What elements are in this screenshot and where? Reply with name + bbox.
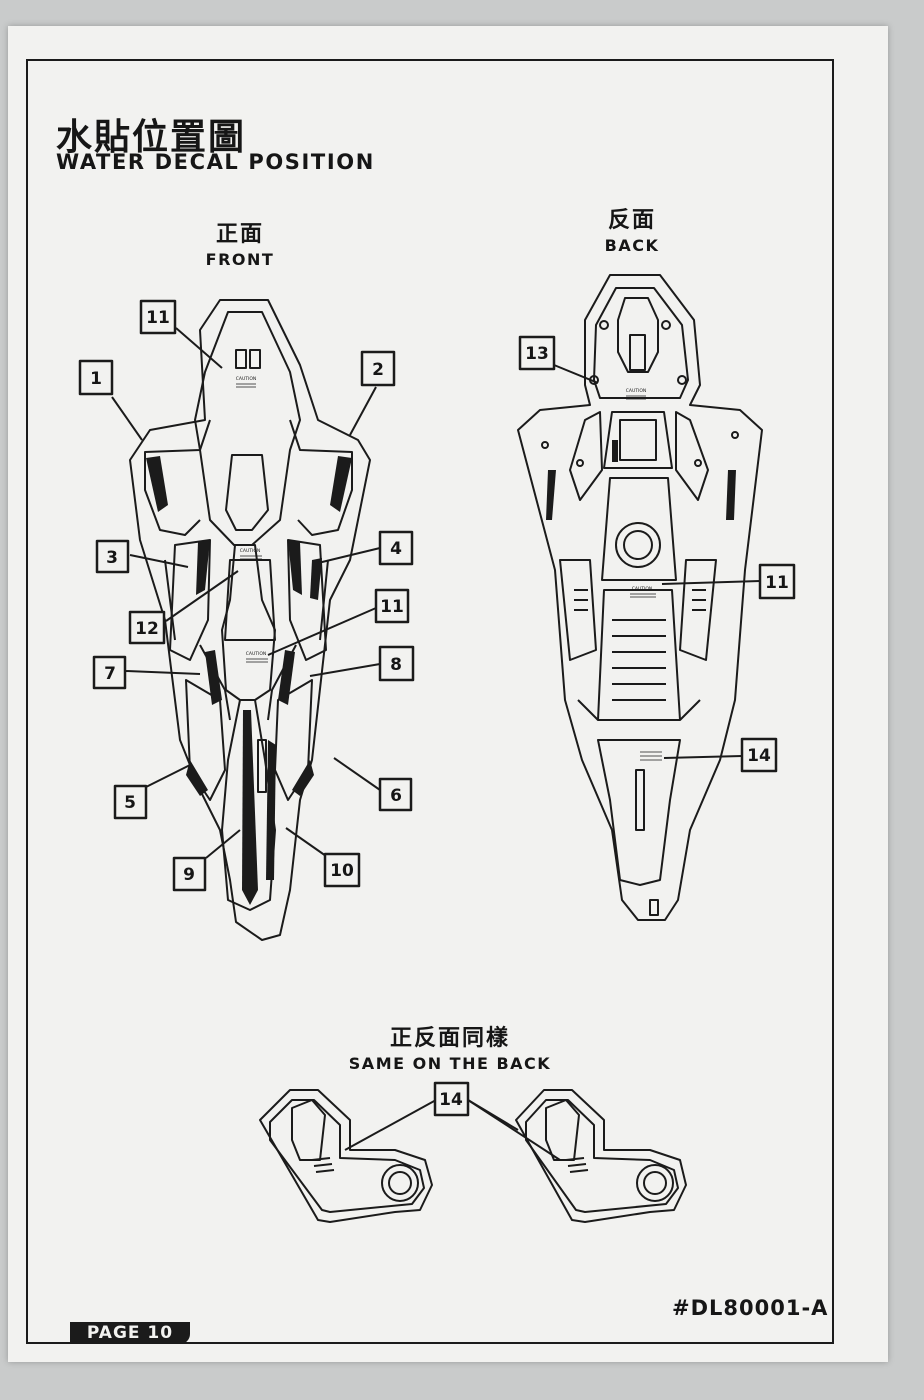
front-dark-panels <box>146 456 352 905</box>
decal-lines <box>236 383 662 761</box>
callout-front-2: 2 <box>372 360 384 380</box>
manual-page <box>8 26 888 1362</box>
back-heading: 反面 BACK <box>582 202 682 255</box>
callout-back-14: 14 <box>747 746 771 766</box>
caution-decal-back-mid: CAUTION <box>632 586 653 592</box>
product-code: #DL80001-A <box>672 1296 829 1320</box>
callout-front-6: 6 <box>390 786 402 806</box>
callout-front-12: 12 <box>135 619 159 639</box>
caution-decals: CAUTION CAUTION CAUTION CAUTION CAUTION <box>236 376 653 657</box>
same-heading: 正反面同樣 SAME ON THE BACK <box>340 1020 560 1073</box>
callout-back-13: 13 <box>525 344 549 364</box>
callout-back-11: 11 <box>765 573 789 593</box>
back-dark-panels <box>546 440 736 520</box>
back-label-en: BACK <box>604 236 660 255</box>
front-label-cn: 正面 <box>215 222 264 247</box>
same-label-en: SAME ON THE BACK <box>348 1054 552 1073</box>
page-title-chinese: 水貼位置圖 <box>56 117 247 158</box>
callout-same-14: 14 <box>439 1090 463 1110</box>
callout-front-11-top: 11 <box>146 308 170 328</box>
caution-decal-front-top: CAUTION <box>236 376 257 382</box>
callout-boxes <box>78 299 796 1117</box>
front-part-drawing <box>129 299 371 941</box>
leader-lines <box>111 327 761 1161</box>
page-border <box>26 59 834 1344</box>
small-part-right <box>515 1089 687 1223</box>
caution-decal-back-top: CAUTION <box>626 388 647 394</box>
front-heading: 正面 FRONT <box>190 216 290 269</box>
back-part-drawing <box>517 274 763 921</box>
back-label-cn: 反面 <box>607 208 656 233</box>
callout-front-10: 10 <box>330 861 354 881</box>
caution-decal-front-lower: CAUTION <box>246 651 267 657</box>
callout-front-3: 3 <box>106 548 118 568</box>
caution-decal-front-upper: CAUTION <box>240 548 261 554</box>
callout-front-1: 1 <box>90 369 102 389</box>
page-title-english: WATER DECAL POSITION <box>56 150 375 174</box>
callout-front-8: 8 <box>390 655 402 675</box>
callout-front-9: 9 <box>183 865 195 885</box>
page-number-badge: PAGE 10 <box>70 1322 190 1344</box>
front-label-en: FRONT <box>205 250 275 269</box>
same-label-cn: 正反面同樣 <box>389 1026 510 1051</box>
callout-front-5: 5 <box>124 793 136 813</box>
callout-front-7: 7 <box>104 664 116 684</box>
callout-front-4: 4 <box>390 539 402 559</box>
callout-numbers: 11 1 2 3 4 12 11 7 8 5 6 9 10 13 11 14 1… <box>90 308 789 1110</box>
small-part-left <box>259 1089 433 1223</box>
callout-front-11-mid: 11 <box>380 597 404 617</box>
